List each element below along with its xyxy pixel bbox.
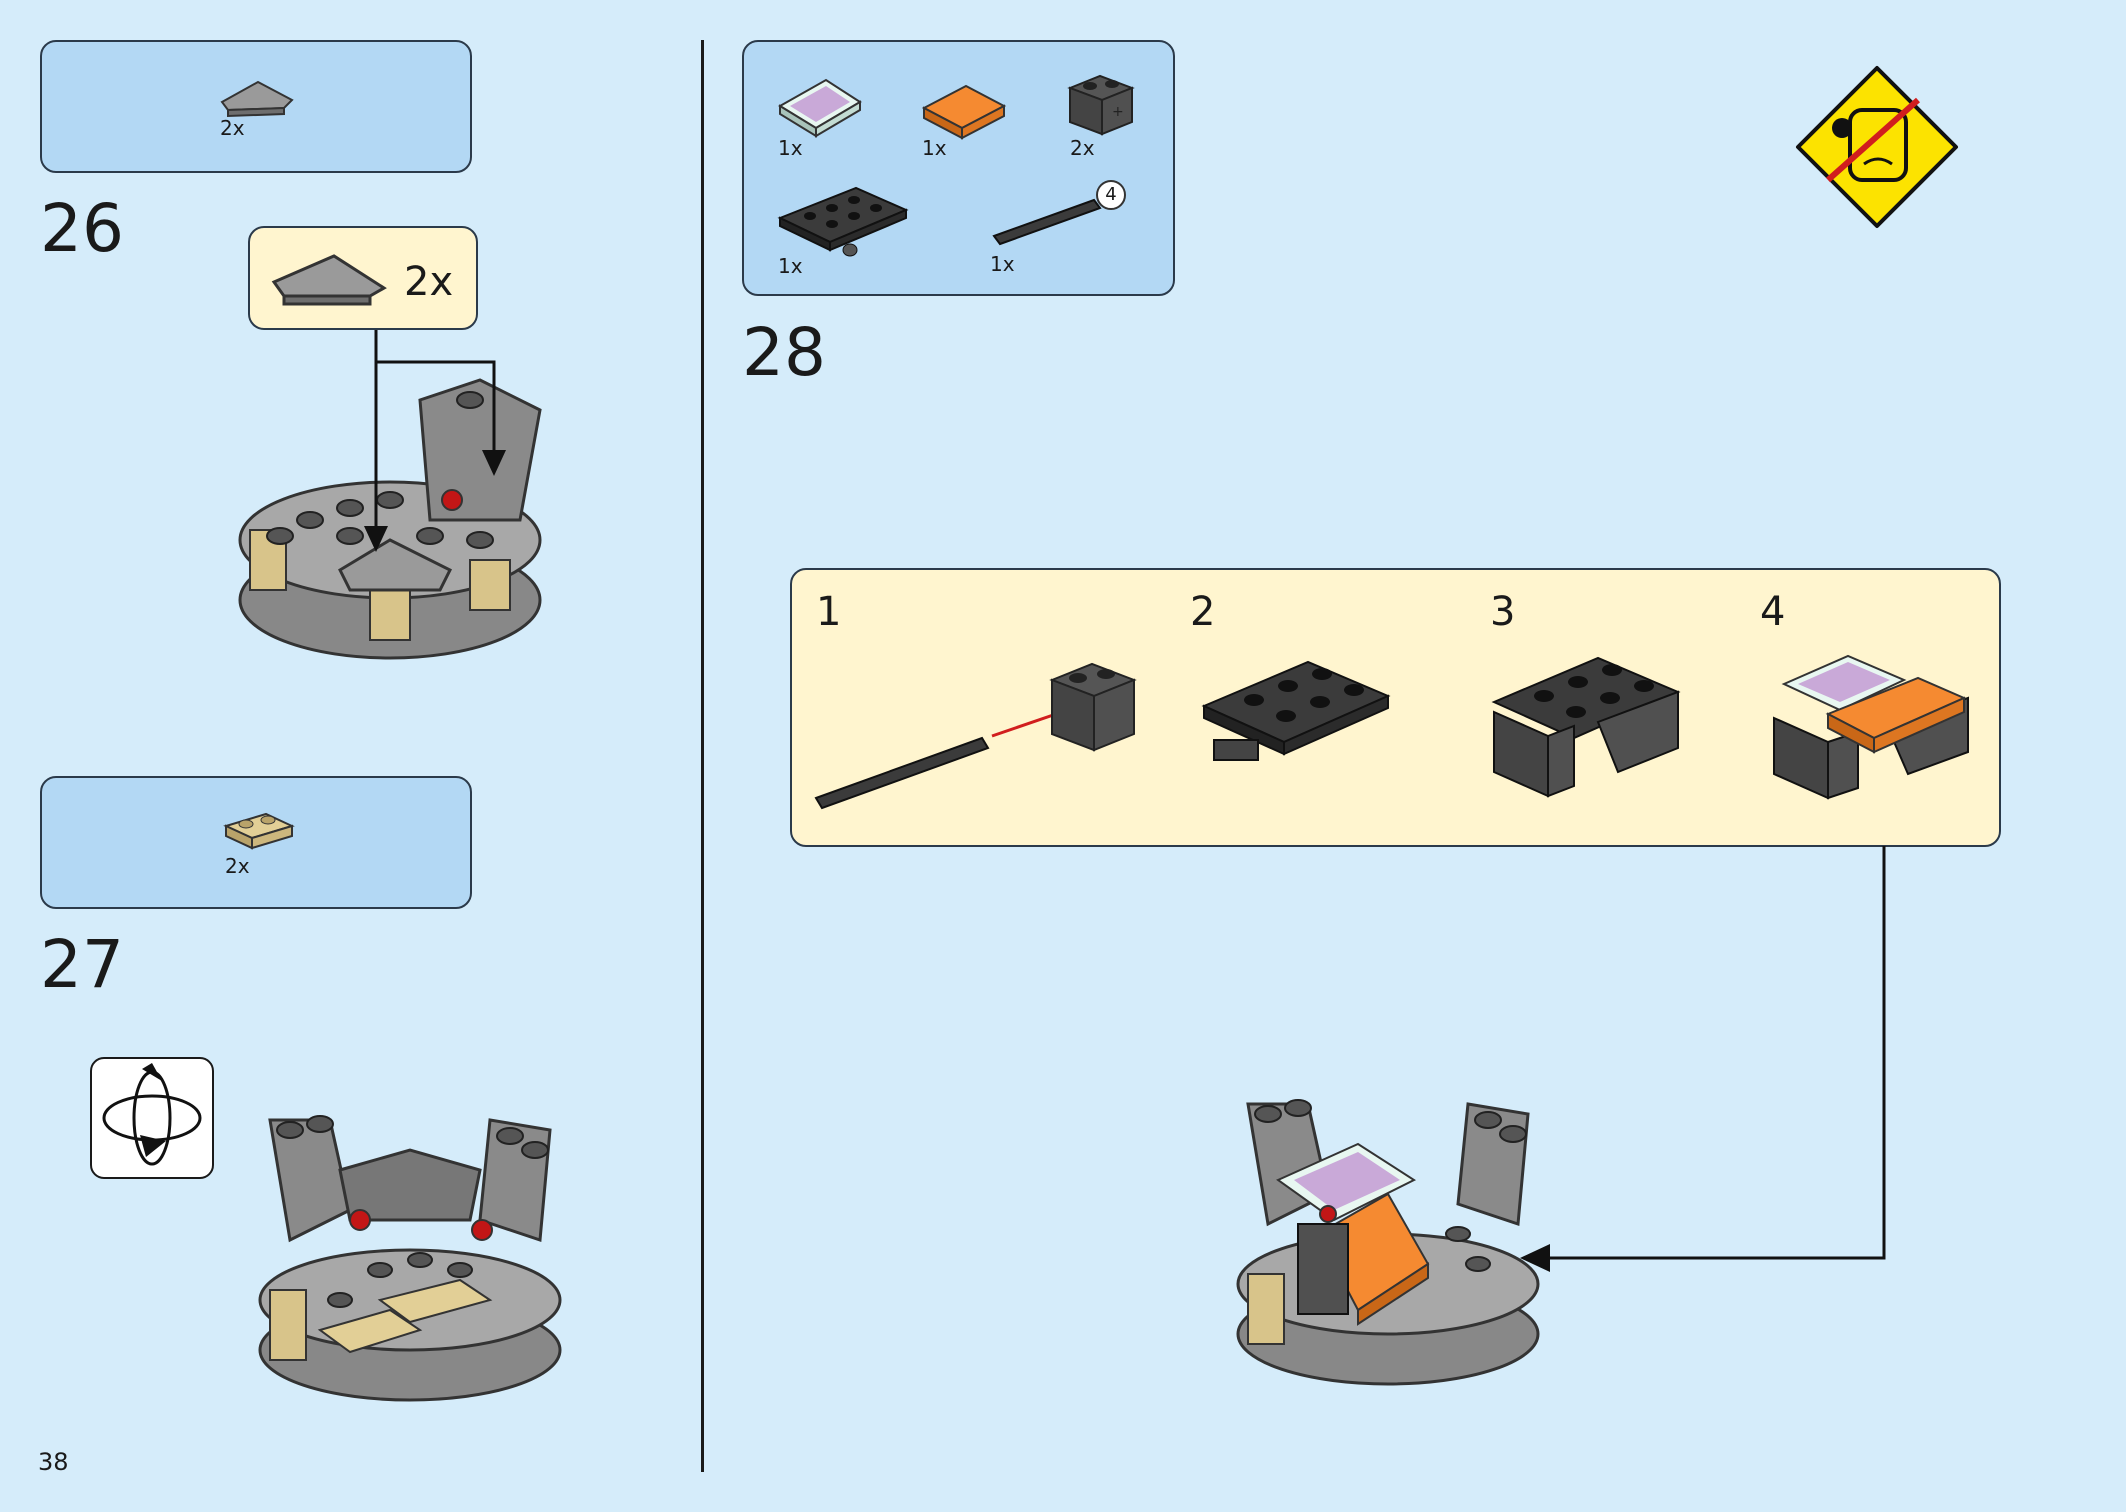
step-28-part-5-qty: 1x (990, 252, 1015, 276)
step-26-callout-qty: 2x (404, 259, 454, 305)
step-26-callout: 2x (248, 226, 478, 330)
substep-3-bricks-under-plate (1491, 656, 1681, 798)
step-28-part-4-qty: 1x (778, 254, 803, 278)
axle-length-badge: 4 (1096, 180, 1126, 210)
step-26-part-qty: 2x (220, 116, 245, 140)
axle-icon (992, 198, 1102, 246)
substep-4-tiles-added (1773, 654, 1969, 800)
step-28-parts-box: 1x 1x + 2x 1x 1x 4 (742, 40, 1175, 296)
step-28-connector-arrow (1520, 846, 1886, 1272)
step-28-part-1-qty: 1x (778, 136, 803, 160)
step-27-part-qty: 2x (225, 854, 250, 878)
substep-2-plate-on-axle (1201, 660, 1391, 761)
substep-1-number: 1 (816, 589, 842, 635)
black-plate-2x4-icon (777, 186, 909, 257)
no-head-warning-icon (1796, 66, 1958, 228)
orange-tile-icon (921, 84, 1007, 140)
step-26-number: 26 (40, 190, 124, 267)
step-27-parts-box: 2x (40, 776, 472, 909)
step-28-part-2-qty: 1x (922, 136, 947, 160)
step-26-placement-arrows (364, 330, 506, 552)
axle-length-value: 4 (1105, 184, 1117, 205)
tan-plate-1x2-icon (223, 812, 295, 850)
step-28-number: 28 (742, 314, 826, 391)
substep-1-axle-into-brick (814, 662, 1137, 810)
substep-4-number: 4 (1760, 589, 1786, 635)
step-28-model (1236, 1099, 1540, 1386)
printed-tile-icon (778, 78, 862, 138)
rotate-model-icon (102, 1063, 202, 1166)
page-number: 38 (38, 1448, 69, 1476)
step-27-model (258, 1115, 562, 1402)
axle-hole-brick-icon: + (1067, 74, 1135, 136)
grey-wedge-tile-icon (271, 254, 387, 306)
svg-text:+: + (1112, 104, 1124, 120)
step-27-number: 27 (40, 926, 124, 1003)
column-divider (701, 40, 704, 1472)
rotate-model-box (90, 1057, 214, 1179)
step-28-subassembly-callout: 1 2 3 4 (790, 568, 2001, 847)
step-28-part-3-qty: 2x (1070, 136, 1095, 160)
substep-3-number: 3 (1490, 589, 1516, 635)
substep-2-number: 2 (1190, 589, 1216, 635)
step-26-model (238, 378, 542, 660)
grey-wedge-tile-icon (220, 80, 294, 118)
step-26-parts-box: 2x (40, 40, 472, 173)
